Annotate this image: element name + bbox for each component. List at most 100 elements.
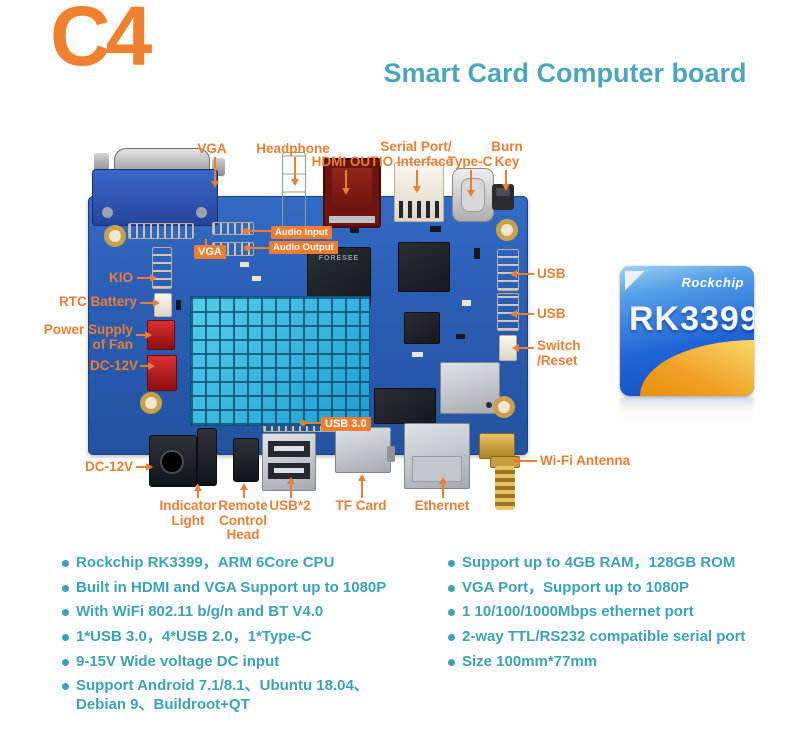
serial-port-pins	[399, 201, 440, 218]
heatsink	[190, 296, 370, 426]
leader-arrow	[413, 186, 421, 193]
spec-item: Size 100mm*77mm	[446, 653, 792, 671]
spec-item: 9-15V Wide voltage DC input	[60, 653, 432, 671]
callout-type-c: Type-C	[447, 154, 493, 169]
spec-list: Rockchip RK3399，ARM 6Core CPU Built in HD…	[60, 554, 432, 714]
smd-component	[462, 300, 471, 306]
remote-receiver	[233, 438, 259, 482]
leader-dot	[243, 228, 249, 234]
product-logo: C4	[50, 0, 152, 83]
callout-burn-key: Burn Key	[491, 139, 523, 169]
vga-ribbon-connector	[128, 223, 194, 239]
soc-corner-fold	[625, 271, 645, 291]
leader-dot	[300, 420, 306, 426]
smd-component	[350, 228, 359, 233]
vga-screw	[94, 153, 109, 173]
leader-line	[243, 488, 245, 498]
leader-line	[136, 334, 145, 336]
callout-switch-reset: Switch /Reset	[537, 338, 581, 368]
leader-arrow	[291, 179, 299, 186]
spec-item: Built in HDMI and VGA Support up to 1080…	[60, 579, 432, 597]
leader-line	[197, 489, 199, 498]
ethernet-jack-inner	[412, 456, 462, 482]
onboard-label-audio-output: Audio Output	[269, 241, 338, 254]
leader-line	[517, 313, 534, 315]
leader-arrow	[512, 344, 519, 352]
callout-fan-power: Power Supply of Fan	[43, 322, 133, 352]
smd-component	[252, 276, 261, 281]
leader-line	[249, 247, 269, 249]
smd-component	[456, 334, 465, 339]
leader-line	[470, 170, 472, 190]
spec-item: Support up to 4GB RAM，128GB ROM	[446, 554, 792, 572]
leader-line	[294, 157, 296, 179]
soc-badge: Rockchip RK3399	[620, 266, 754, 396]
leader-line	[345, 170, 347, 188]
rockchip-logo: Rockchip	[681, 275, 744, 290]
vga-screw-post	[102, 207, 113, 218]
burn-key-cap	[496, 188, 510, 196]
callout-kio: KIO	[108, 270, 133, 285]
spec-item: 1 10/100/1000Mbps ethernet port	[446, 603, 792, 621]
leader-arrow	[439, 477, 447, 484]
hdmi-port-inner	[332, 168, 372, 210]
leader-line	[140, 365, 148, 367]
leader-line	[416, 170, 418, 186]
vga-screw-post	[196, 207, 207, 218]
onboard-label-vga: VGA	[194, 245, 226, 259]
ic-chip	[404, 312, 440, 344]
spec-list-left: Rockchip RK3399，ARM 6Core CPU Built in HD…	[60, 554, 432, 720]
leader-line	[305, 422, 321, 424]
usb-header-2	[497, 293, 519, 331]
leader-arrow	[146, 463, 153, 471]
soc-reflection	[620, 397, 754, 425]
leader-line	[205, 239, 207, 245]
leader-line	[517, 273, 534, 275]
mounting-hole	[493, 396, 515, 418]
callout-indicator-light: Indicator Light	[159, 498, 217, 528]
leader-arrow	[145, 331, 152, 339]
ic-chip	[398, 242, 450, 292]
leader-arrow	[287, 477, 295, 484]
indicator-light-part	[197, 428, 217, 486]
spec-item: 2-way TTL/RS232 compatible serial port	[446, 628, 792, 646]
smd-component	[430, 226, 441, 232]
spec-item: 1*USB 3.0，4*USB 2.0，1*Type-C	[60, 628, 432, 646]
onboard-label-usb3: USB 3.0	[321, 417, 371, 431]
spec-item: Rockchip RK3399，ARM 6Core CPU	[60, 554, 432, 572]
smd-component	[240, 262, 249, 267]
spec-item: With WiFi 802.11 b/g/n and BT V4.0	[60, 603, 432, 621]
callout-remote-control: Remote Control Head	[218, 498, 268, 542]
leader-line	[442, 482, 444, 498]
leader-line	[361, 479, 363, 498]
mounting-hole	[496, 219, 518, 241]
leader-arrow	[150, 274, 157, 282]
leader-line	[248, 230, 271, 232]
leader-arrow	[153, 299, 160, 307]
callout-wifi-antenna: Wi-Fi Antenna	[540, 453, 631, 468]
usb-tongue	[274, 468, 304, 473]
callout-usb-x2: USB*2	[269, 498, 311, 513]
leader-arrow	[211, 181, 219, 188]
leader-arrow	[502, 184, 510, 191]
leader-line	[137, 277, 150, 279]
callout-usb-2: USB	[537, 306, 566, 321]
callout-dc-12v: DC-12V	[89, 358, 138, 373]
memory-chip-label: FORESEE	[318, 255, 360, 262]
antenna-thread-barrel	[495, 466, 515, 510]
soc-model-text: RK3399	[629, 300, 754, 338]
leader-arrow	[510, 270, 517, 278]
leader-dot	[244, 245, 250, 251]
smd-component	[176, 300, 181, 310]
wifi-module-dot	[486, 402, 492, 408]
leader-arrow	[358, 474, 366, 481]
leader-arrow	[467, 190, 475, 197]
leader-arrow	[513, 457, 520, 465]
tf-card-latch	[387, 446, 395, 462]
leader-line	[505, 170, 507, 184]
leader-arrow	[194, 484, 202, 491]
dc-jack-barrel	[160, 450, 184, 474]
smd-component	[412, 352, 423, 357]
leader-line	[519, 347, 534, 349]
